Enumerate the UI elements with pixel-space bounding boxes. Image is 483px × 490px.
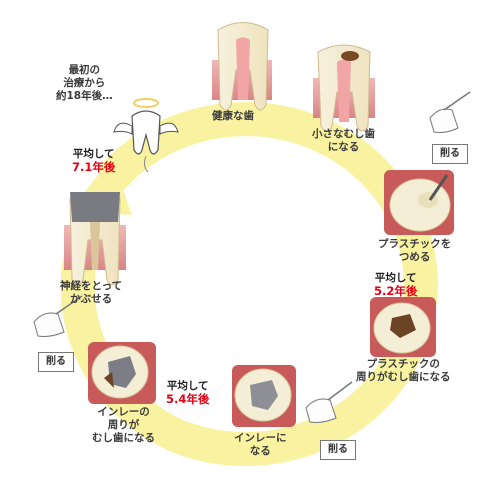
drill-hand-icon bbox=[305, 381, 353, 423]
cut-label: 削る bbox=[38, 352, 74, 372]
crown-tooth-illustration bbox=[64, 192, 126, 286]
plastic-decay-illustration bbox=[370, 297, 436, 357]
drill-hand-icon bbox=[33, 295, 83, 337]
plastic-filling-illustration bbox=[384, 170, 454, 235]
small-cavity-tooth-illustration bbox=[313, 44, 375, 132]
cut-label: 削る bbox=[320, 440, 356, 460]
stage-label-small-cavity: 小さなむし歯になる bbox=[312, 128, 375, 153]
stage-label-inlay: インレーになる bbox=[234, 432, 287, 457]
stage-label-inlay-decay: インレーの周りがむし歯になる bbox=[92, 406, 155, 444]
healthy-tooth-illustration bbox=[212, 22, 272, 111]
inlay-illustration bbox=[232, 365, 296, 427]
angel-tooth-illustration bbox=[113, 98, 179, 173]
stage-label-healthy: 健康な歯 bbox=[212, 110, 254, 122]
drill-hand-icon bbox=[429, 91, 471, 133]
final-note: 最初の治療から約18年後… bbox=[56, 64, 113, 102]
inlay-decay-illustration bbox=[88, 342, 156, 404]
stage-label-plastic-decay: プラスチックの周りがむし歯になる bbox=[356, 358, 451, 383]
cut-label: 削る bbox=[432, 144, 468, 164]
stage-label-crown: 神経をとってかぶせる bbox=[60, 280, 123, 305]
stage-label-plastic-fill: プラスチックをつめる bbox=[378, 238, 452, 263]
